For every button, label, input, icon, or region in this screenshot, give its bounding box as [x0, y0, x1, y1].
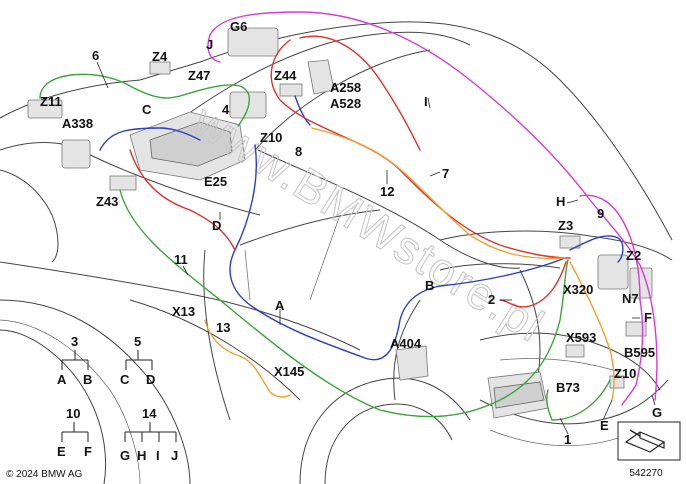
label-a258: A258 — [330, 80, 361, 95]
wire-blue-c — [99, 127, 201, 151]
wire-magenta-g — [621, 299, 644, 406]
component-z43 — [109, 175, 137, 191]
orientation-symbol — [617, 421, 681, 461]
label-a404: A404 — [390, 336, 422, 351]
wiring-harness — [39, 11, 658, 421]
component-z2 — [597, 254, 629, 290]
component-g6 — [227, 27, 279, 57]
wire-green-1 — [546, 379, 611, 421]
label-8: 8 — [295, 144, 302, 159]
wire-blue-9 — [569, 235, 624, 263]
component-a338 — [61, 139, 91, 169]
label-j-top: J — [206, 37, 213, 52]
wire-magenta-h — [579, 194, 641, 301]
wire-red-2 — [499, 261, 567, 308]
label-g6: G6 — [230, 19, 247, 34]
label-e25: E25 — [204, 174, 227, 189]
wire-blue-8 — [294, 95, 311, 126]
component-labels: G6 J Z4 6 Z47 Z11 C 4 A338 Z44 A258 A528… — [40, 19, 662, 447]
component-a258-a528 — [307, 59, 335, 95]
label-e-bottom: E — [600, 418, 609, 433]
label-1: 1 — [564, 432, 571, 447]
label-n7: N7 — [622, 291, 639, 306]
legend-tree-10: 10 E F — [57, 406, 92, 459]
tree5-leaf-d: D — [146, 372, 155, 387]
label-c-top: C — [142, 102, 152, 117]
label-x320: X320 — [563, 282, 593, 297]
tree3-root: 3 — [71, 334, 78, 349]
component-x593 — [565, 344, 585, 358]
label-z10-top: Z10 — [260, 130, 282, 145]
wire-magenta-i — [209, 11, 658, 401]
wire-green-11 — [119, 189, 569, 418]
component-z3 — [559, 235, 581, 249]
label-h-right: H — [556, 194, 565, 209]
tree14-leaf-g: G — [120, 448, 130, 463]
wire-red-d — [129, 149, 236, 251]
label-13: 13 — [216, 320, 230, 335]
label-a338: A338 — [62, 116, 93, 131]
tree14-leaf-i: I — [156, 448, 160, 463]
wire-orange-12 — [311, 127, 566, 260]
label-9: 9 — [597, 206, 604, 221]
leader-lines — [96, 61, 656, 435]
tree14-leaf-j: J — [171, 448, 178, 463]
component-z44 — [279, 83, 303, 97]
label-i-top: I — [424, 94, 428, 109]
label-b-mid: B — [425, 278, 434, 293]
label-a528: A528 — [330, 96, 361, 111]
label-z47: Z47 — [188, 68, 210, 83]
label-x145: X145 — [274, 364, 304, 379]
component-z4 — [149, 61, 171, 75]
tree10-leaf-e: E — [57, 444, 66, 459]
label-z2: Z2 — [626, 248, 641, 263]
wire-green-6 — [39, 73, 250, 127]
wire-orange-rear — [569, 261, 615, 401]
engine-top — [149, 121, 233, 167]
tree3-leaf-b: B — [83, 372, 92, 387]
watermark-text: www.BMWstore.pl — [184, 94, 554, 352]
component-z11 — [27, 99, 63, 119]
tree5-leaf-c: C — [120, 372, 130, 387]
tree14-leaf-h: H — [137, 448, 146, 463]
document-number: 542270 — [629, 468, 663, 479]
label-6: 6 — [92, 48, 99, 63]
label-b595: B595 — [624, 345, 655, 360]
label-g-bottom: G — [652, 405, 662, 420]
tree14-root: 14 — [142, 406, 157, 421]
label-12: 12 — [380, 184, 394, 199]
label-z11: Z11 — [40, 94, 62, 109]
label-b73: B73 — [556, 380, 580, 395]
component-a404 — [395, 345, 429, 381]
label-x593: X593 — [566, 330, 596, 345]
car-body-outline — [0, 21, 673, 484]
tree10-root: 10 — [66, 406, 80, 421]
tree10-leaf-f: F — [84, 444, 92, 459]
tree3-leaf-a: A — [57, 372, 67, 387]
tree5-root: 5 — [134, 334, 141, 349]
label-d-mid: D — [212, 218, 221, 233]
label-4: 4 — [222, 102, 230, 117]
label-f-right: F — [644, 310, 652, 325]
label-11: 11 — [174, 252, 188, 267]
legend-tree-3: 3 A B — [57, 334, 92, 387]
wire-orange-13 — [204, 319, 291, 398]
label-a-mid: A — [275, 298, 285, 313]
copyright-text: © 2024 BMW AG — [6, 469, 83, 480]
legend-tree-5: 5 C D — [120, 334, 155, 387]
label-x13: X13 — [172, 304, 195, 319]
component-b595 — [625, 321, 647, 337]
label-z10-bottom: Z10 — [614, 366, 636, 381]
wire-red-top — [299, 35, 421, 151]
label-z4: Z4 — [152, 49, 168, 64]
legend-tree-14: 14 G H I J — [120, 406, 178, 463]
label-2: 2 — [488, 292, 495, 307]
wire-magenta-j — [207, 34, 221, 63]
label-z3: Z3 — [558, 218, 573, 233]
label-z43: Z43 — [96, 194, 118, 209]
label-z44: Z44 — [274, 68, 297, 83]
label-7: 7 — [442, 166, 449, 181]
